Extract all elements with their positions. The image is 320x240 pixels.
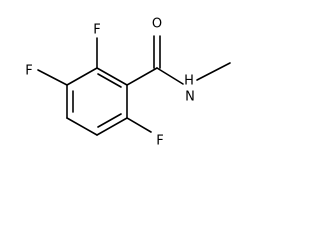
bond-c6-f-bottom [126, 117, 152, 133]
atom-label-f-left: F [25, 64, 32, 79]
ring-bond-c2-c1 [96, 67, 128, 86]
bond-n-methyl [196, 62, 231, 81]
ring-inner-double-bond-top [97, 73, 122, 88]
atom-label-f-top: F [93, 23, 100, 38]
ring-inner-double-bond-right [97, 113, 122, 128]
bond-c3-f-left [37, 69, 68, 86]
ring-bond-c3-c2 [66, 67, 98, 86]
ring-bond-c5-c4 [66, 117, 98, 136]
atom-label-h-amide: H [184, 74, 194, 89]
bond-carbonyl-n [156, 67, 184, 85]
atom-label-o-carbonyl: O [152, 17, 162, 32]
chemical-structure-diagram: F F F O H N [25, 17, 231, 149]
atom-label-n-amide: N [185, 90, 195, 105]
atom-label-f-bottom: F [156, 134, 163, 149]
ring-bond-c6-c5 [96, 117, 128, 136]
bond-c1-carbonyl-carbon [126, 67, 158, 86]
